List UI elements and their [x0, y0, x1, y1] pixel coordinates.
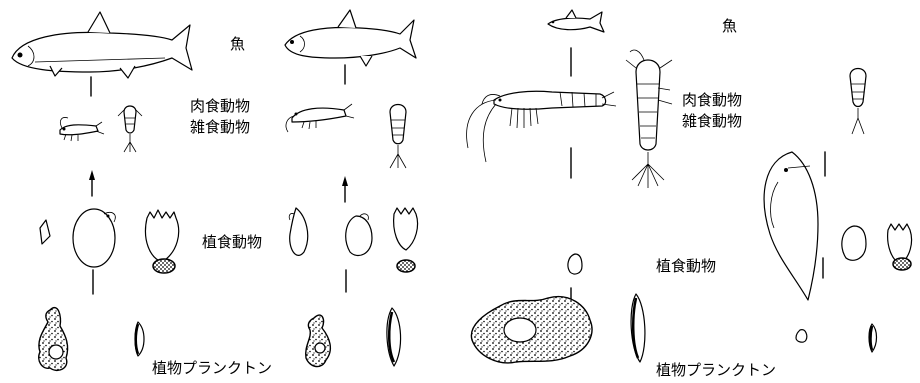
rotifer-icon [73, 209, 115, 267]
large-fish-icon [12, 12, 192, 78]
fish-label: 魚 [230, 34, 245, 55]
carnivore-omnivore-label: 肉食動物 雑食動物 [682, 90, 742, 132]
arrow-icon [342, 176, 348, 202]
algae-colony-icon [306, 315, 331, 367]
small-algae-icon [796, 330, 807, 342]
diatom-icon [631, 294, 645, 362]
daphnia-icon [289, 208, 307, 255]
rotifer-icon [346, 214, 372, 256]
rotifer-with-egg-icon [888, 224, 912, 270]
copepod-icon [390, 105, 406, 169]
phytoplankton-label: 植物プランクトン [152, 358, 272, 379]
copepod-icon [850, 69, 866, 135]
diatom-icon [869, 324, 877, 352]
small-fish-icon [548, 10, 604, 32]
fish-icon [285, 10, 416, 66]
algae-colony-icon [39, 308, 68, 371]
carnivore-label: 肉食動物 [190, 96, 250, 117]
phytoplankton-label: 植物プランクトン [656, 360, 776, 381]
large-daphnia-icon [764, 152, 818, 300]
carnivore-omnivore-label: 肉食動物 雑食動物 [190, 96, 250, 138]
herbivore-label: 植食動物 [656, 256, 716, 277]
diatom-icon [135, 322, 144, 356]
shrimp-icon [60, 117, 104, 141]
copepod-icon [118, 106, 142, 152]
diatom-icon [387, 308, 401, 366]
rotifer-icon [842, 226, 866, 260]
fish-label: 魚 [722, 16, 737, 37]
rotifer-icon [568, 254, 582, 274]
omnivore-label: 雑食動物 [190, 117, 250, 138]
herbivore-label: 植食動物 [202, 232, 262, 253]
rotifer-with-egg-icon [145, 210, 178, 273]
shrimp-icon [286, 104, 354, 132]
large-shrimp-icon [467, 91, 616, 162]
large-copepod-icon [626, 50, 672, 188]
large-algae-colony-icon [471, 297, 592, 363]
rotifer-with-egg-icon [394, 208, 418, 272]
daphnia-icon [40, 220, 50, 244]
omnivore-label: 雑食動物 [682, 111, 742, 132]
carnivore-label: 肉食動物 [682, 90, 742, 111]
arrow-icon [89, 170, 95, 196]
